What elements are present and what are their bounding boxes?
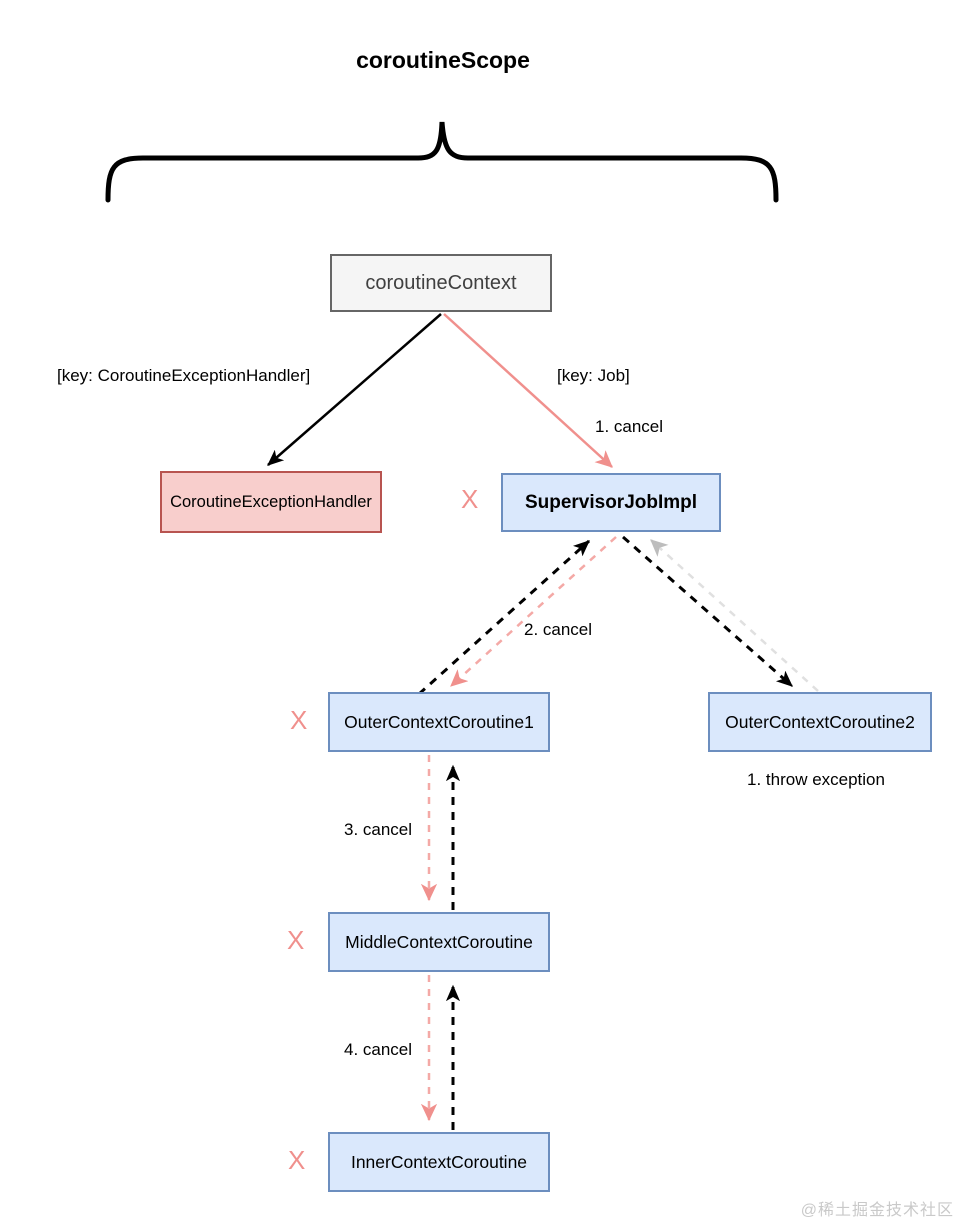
cancelled-x-icon: X: [290, 705, 308, 735]
edge-outer2-to-supervisor-exception: [651, 539, 819, 692]
cancelled-x-icon: X: [288, 1145, 306, 1175]
node-middle-context-coroutine: MiddleContextCoroutine: [328, 912, 550, 972]
cancelled-x-icon: X: [461, 484, 479, 514]
node-coroutine-exception-handler: CoroutineExceptionHandler: [160, 471, 382, 533]
edge-context-to-supervisor-cancel: [443, 313, 612, 468]
label-cancel-2: 2. cancel: [524, 620, 593, 639]
edge-context-to-exception-handler: [268, 313, 442, 466]
scope-brace: [105, 121, 779, 203]
label-key-coroutine-exception-handler: [key: CoroutineExceptionHandler]: [57, 366, 311, 385]
node-inner-context-coroutine: InnerContextCoroutine: [328, 1132, 550, 1192]
node-outer-context-coroutine-2: OuterContextCoroutine2: [708, 692, 932, 752]
diagram-title: coroutineScope: [356, 47, 530, 73]
node-outer-context-coroutine-1: OuterContextCoroutine1: [328, 692, 550, 752]
label-throw-exception: 1. throw exception: [747, 770, 885, 789]
label-key-job: [key: Job]: [557, 366, 630, 385]
label-cancel-3: 3. cancel: [344, 820, 413, 839]
edge-supervisor-to-outer1-cancel: [451, 536, 617, 687]
label-cancel-1: 1. cancel: [595, 417, 664, 436]
cancelled-x-icon: X: [287, 925, 305, 955]
edge-outer1-to-supervisor: [417, 539, 591, 696]
node-supervisor-job-impl: SupervisorJobImpl: [501, 473, 721, 532]
label-cancel-4: 4. cancel: [344, 1040, 413, 1059]
watermark: @稀土掘金技术社区: [800, 1202, 954, 1219]
edge-supervisor-to-outer2: [622, 535, 793, 688]
node-coroutine-context: coroutineContext: [330, 254, 552, 312]
